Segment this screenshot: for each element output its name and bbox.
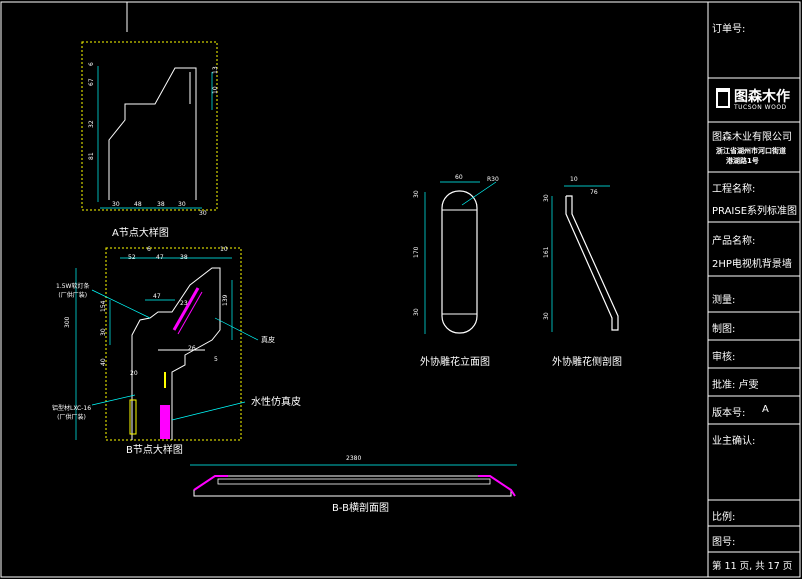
project-label: 工程名称:	[712, 184, 756, 195]
version-value: A	[762, 404, 769, 415]
side-dims	[551, 185, 610, 332]
logo-mark-icon	[716, 88, 730, 108]
elev-outline	[441, 190, 478, 334]
dim-b-right-0: 139	[222, 294, 229, 306]
address-line1: 浙江省湖州市河口街道	[716, 147, 786, 155]
title-block-grid	[707, 2, 800, 577]
node-b-veneer	[172, 287, 200, 331]
version-label: 版本号:	[712, 408, 746, 419]
order-no-label: 订单号:	[712, 24, 746, 35]
dim-a-bottom-4: 30	[199, 210, 207, 217]
dim-b-top-4: 10	[220, 246, 228, 253]
node-b-veneer-edge	[177, 291, 203, 335]
dim-a-bottom-0: 30	[112, 201, 120, 208]
note-lamp-line1: 1.5W软灯条	[56, 283, 90, 290]
note-veneer: 真皮	[261, 336, 275, 344]
node-b-pad	[160, 405, 170, 439]
dim-a-right-0: 13	[212, 66, 219, 74]
dim-elev-left-2: 30	[413, 308, 420, 316]
owner-label: 业主确认:	[712, 436, 756, 447]
node-b-dims	[75, 257, 259, 440]
dim-side-top-0: 10	[570, 176, 578, 183]
dim-b-mid-2: 26	[188, 345, 196, 352]
dim-a-left-2: 32	[88, 120, 95, 128]
dim-b-left-0: 300	[64, 316, 71, 328]
dim-b-top-3: 38	[180, 254, 188, 261]
product-value: 2HP电视机背景墙	[712, 259, 792, 270]
elev-dims	[424, 181, 497, 334]
note-waterproof: 水性仿真皮	[251, 397, 301, 408]
product-label: 产品名称:	[712, 236, 756, 247]
bb-inner	[217, 478, 491, 485]
dim-b-left-2: 30	[100, 328, 107, 336]
page-info: 第 11 页, 共 17 页	[712, 561, 793, 572]
dim-b-mid-0: 47	[153, 293, 161, 300]
tucson-logo: 图森木作 TUCSON WOOD	[716, 86, 794, 116]
dim-a-left-3: 81	[88, 152, 95, 160]
dim-a-left-1: 67	[88, 78, 95, 86]
dim-side-left-0: 30	[543, 194, 550, 202]
dim-a-bottom-1: 48	[134, 201, 142, 208]
note-lamp: 1.5W软灯条 (厂供厂装)	[56, 282, 89, 300]
node-a-frame	[81, 41, 218, 211]
dim-b-mid-3: 20	[130, 370, 138, 377]
dim-elev-left-0: 30	[413, 190, 420, 198]
note-profile-line2: (厂供厂装)	[57, 414, 86, 421]
dim-a-bottom-3: 30	[178, 201, 186, 208]
caption-node-a: A节点大样图	[112, 228, 169, 239]
note-profile-line1: 铝型材LXC-16	[52, 405, 92, 412]
note-lamp-line2: (厂供厂装)	[58, 292, 88, 299]
caption-node-b: B节点大样图	[126, 445, 183, 456]
company-name: 图森木业有限公司	[712, 132, 792, 143]
dim-elev-left-1: 170	[413, 246, 420, 258]
review-label: 审核:	[712, 352, 736, 363]
node-b-profile-part	[129, 399, 137, 435]
dim-elev-top-0: 60	[455, 174, 463, 181]
approve-label: 批准: 卢雯	[712, 380, 759, 391]
logo-cn: 图森木作	[734, 89, 790, 105]
dim-elev-r-0: R30	[487, 176, 499, 183]
dim-b-top-0: 52	[128, 254, 136, 261]
dim-a-right-1: 10	[212, 86, 219, 94]
caption-side-section: 外协雕花侧剖图	[552, 357, 622, 368]
dim-side-left-2: 30	[543, 312, 550, 320]
dim-side-top-1: 76	[590, 189, 598, 196]
node-b-frame	[105, 247, 242, 441]
node-a-dims	[97, 66, 213, 209]
draw-label: 制图:	[712, 324, 736, 335]
dim-b-top-2: 47	[156, 254, 164, 261]
dim-b-left-3: 40	[100, 358, 107, 366]
dim-side-left-1: 161	[543, 246, 550, 258]
caption-bb-section: B-B横剖面图	[332, 503, 389, 514]
dim-b-mid-4: 5	[214, 356, 218, 363]
address-line2: 港湖路1号	[726, 157, 759, 165]
dim-a-left-0: 6	[88, 62, 95, 66]
logo-en: TUCSON WOOD	[734, 104, 787, 111]
dim-bb-total-0: 2380	[346, 455, 362, 462]
project-value: PRAISE系列标准图	[712, 206, 798, 217]
dim-b-mid-1: 23	[180, 300, 188, 307]
bb-left-edge	[193, 475, 228, 491]
caption-elevation: 外协雕花立面图	[420, 357, 490, 368]
dim-a-bottom-2: 38	[157, 201, 165, 208]
node-b-profile	[131, 267, 221, 440]
bb-right-edge	[478, 475, 516, 497]
dim-b-left-1: 154	[100, 300, 107, 312]
dim-b-top-1: 6	[147, 246, 151, 253]
drawing-no-label: 图号:	[712, 537, 736, 548]
side-outline	[565, 195, 619, 331]
scale-label: 比例:	[712, 512, 736, 523]
note-profile: 铝型材LXC-16 (厂供厂装)	[52, 404, 91, 422]
node-a-profile	[108, 67, 197, 200]
survey-label: 测量:	[712, 295, 736, 306]
